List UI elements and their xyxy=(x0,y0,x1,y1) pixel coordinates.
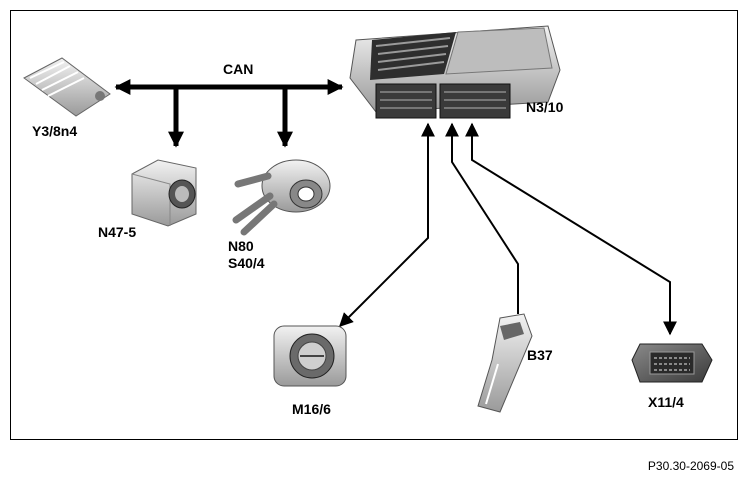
line-b37 xyxy=(445,122,519,314)
connector-x11-4: X11/4 xyxy=(631,343,713,410)
pedal-b37: B37 xyxy=(477,313,553,413)
actuator-y3-8n4: Y3/8n4 xyxy=(23,57,111,139)
throttle-m16-6: M16/6 xyxy=(273,325,347,417)
throttle-label: M16/6 xyxy=(292,401,331,417)
can-label: CAN xyxy=(223,61,253,77)
connector-label: X11/4 xyxy=(648,394,684,410)
diagram-frame xyxy=(10,10,738,440)
module-n47-label: N47-5 xyxy=(98,224,136,240)
module-n47-5: N47-5 xyxy=(98,159,197,240)
line-m16-6 xyxy=(339,122,435,327)
module-n80-label: N80 xyxy=(228,238,254,254)
signal-lines xyxy=(339,122,677,336)
ecu-label: N3/10 xyxy=(526,99,564,115)
figure-reference: P30.30-2069-05 xyxy=(648,459,734,473)
pedal-label: B37 xyxy=(527,347,553,363)
can-bus: CAN xyxy=(114,61,344,148)
switch-s40-label: S40/4 xyxy=(228,255,265,271)
switch-n80-s40-4: N80 S40/4 xyxy=(228,159,331,271)
ecu-unit: N3/10 xyxy=(349,25,564,119)
line-x11-4 xyxy=(465,122,677,336)
actuator-y3-label: Y3/8n4 xyxy=(32,123,77,139)
